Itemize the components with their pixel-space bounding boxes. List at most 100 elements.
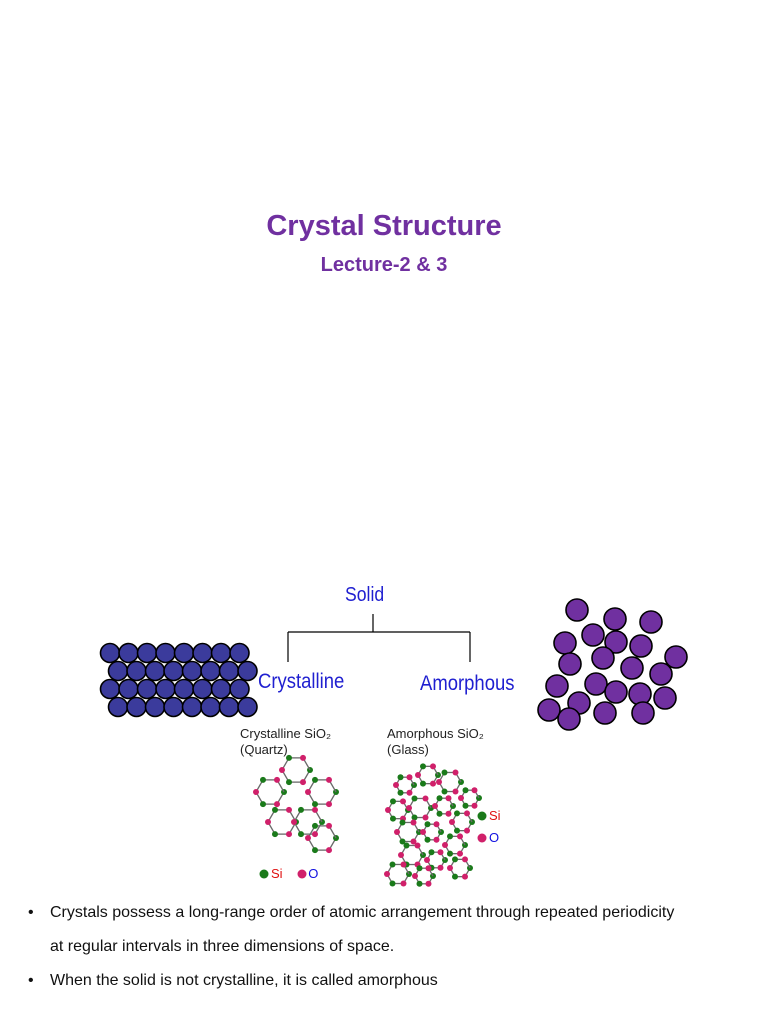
crystalline-atom	[163, 696, 184, 718]
crystalline-atom	[218, 660, 240, 682]
crystalline-atom	[144, 660, 166, 682]
crystalline-atom	[173, 642, 195, 664]
oxygen-atom	[384, 871, 390, 877]
oxygen-atom	[471, 802, 478, 809]
crystalline-atom	[126, 696, 147, 718]
crystalline-atom	[237, 696, 258, 718]
oxygen-atom	[430, 763, 436, 770]
oxygen-atom	[305, 789, 311, 795]
oxygen-atom	[445, 795, 452, 802]
oxygen-atom	[393, 782, 399, 788]
quartz-network-diagram	[253, 754, 339, 854]
silicon-atom	[441, 769, 448, 776]
silicon-atom	[411, 795, 418, 802]
oxygen-atom	[464, 827, 470, 834]
amorphous-atom	[639, 610, 663, 634]
silicon-atom	[399, 838, 406, 845]
page-subtitle: Lecture-2 & 3	[320, 254, 448, 276]
oxygen-atom	[425, 865, 432, 872]
legend-si-label: Si	[271, 866, 283, 881]
oxygen-atom	[422, 814, 429, 821]
oxygen-atom	[410, 819, 417, 826]
oxygen-atom	[406, 805, 412, 811]
amorphous-atom	[631, 701, 655, 725]
silicon-atom	[424, 836, 431, 843]
oxygen-atom	[425, 880, 432, 887]
silicon-atom	[298, 806, 304, 813]
amorphous-atom	[603, 607, 627, 631]
crystalline-atom	[192, 678, 213, 700]
amorphous-atom	[593, 701, 617, 725]
oxygen-atom	[410, 838, 417, 845]
amorphous-atom	[664, 645, 688, 669]
glass-caption: Amorphous SiO₂ (Glass)	[387, 726, 484, 758]
glass-caption-line2: (Glass)	[387, 742, 429, 757]
amorphous-atom	[581, 623, 605, 647]
quartz-caption-line2: (Quartz)	[240, 742, 288, 757]
legend-right-si: Si	[489, 808, 501, 823]
amorphous-atom-cluster	[537, 598, 688, 731]
legend-o-label-right: O	[489, 830, 500, 845]
crystalline-atom	[200, 696, 221, 718]
crystalline-atom	[173, 678, 195, 700]
legend-left: Si O	[271, 866, 318, 881]
legend-o-dot-left	[297, 869, 307, 879]
oxygen-atom	[326, 801, 332, 808]
oxygen-atom	[462, 856, 468, 863]
amorphous-atom	[649, 662, 673, 686]
crystalline-atom	[144, 696, 166, 718]
crystalline-atom	[210, 678, 232, 700]
amorphous-atom	[545, 674, 569, 698]
legend-si-label-right: Si	[489, 808, 501, 823]
silicon-atom	[462, 802, 469, 809]
oxygen-atom	[326, 822, 332, 829]
solid-label: Solid	[345, 584, 385, 606]
silicon-atom	[416, 865, 423, 872]
oxygen-atom	[447, 865, 453, 871]
crystalline-atom	[136, 642, 158, 664]
oxygen-atom	[433, 836, 440, 843]
amorphous-atom	[557, 707, 581, 731]
amorphous-atom	[537, 698, 561, 722]
oxygen-atom	[437, 864, 444, 871]
silicon-atom	[436, 810, 443, 817]
silicon-atom	[420, 780, 426, 787]
silicon-atom	[420, 763, 426, 770]
legend-si-dot-left	[259, 869, 269, 879]
oxygen-atom	[291, 819, 297, 825]
silicon-atom	[454, 810, 460, 817]
page-title: Crystal Structure	[266, 210, 502, 242]
crystalline-atom	[136, 678, 158, 700]
silicon-atom	[272, 831, 278, 838]
amorphous-atom	[591, 646, 615, 670]
oxygen-atom	[400, 861, 407, 868]
crystalline-atom	[192, 642, 213, 664]
crystalline-atom	[200, 660, 221, 682]
amorphous-atom	[584, 672, 608, 696]
crystalline-atom	[126, 660, 147, 682]
crystalline-label: Crystalline	[258, 670, 345, 693]
glass-caption-line1: Amorphous SiO₂	[387, 726, 484, 741]
oxygen-atom	[433, 821, 440, 828]
crystalline-atom	[155, 678, 176, 700]
silicon-atom	[416, 880, 423, 887]
oxygen-atom	[462, 873, 468, 880]
silicon-atom	[286, 754, 292, 761]
silicon-atom	[397, 774, 404, 781]
crystalline-atom	[237, 660, 258, 682]
oxygen-atom	[414, 842, 421, 849]
silicon-atom	[286, 779, 292, 786]
silicon-atom	[298, 831, 304, 838]
bullet-text: When the solid is not crystalline, it is…	[50, 972, 438, 989]
crystalline-atom-lattice	[99, 642, 258, 718]
legend-o-ring-left: O	[308, 866, 319, 881]
silicon-atom	[424, 821, 431, 828]
oxygen-atom	[305, 835, 311, 841]
oxygen-atom	[445, 810, 452, 817]
silicon-atom	[312, 801, 318, 808]
silicon-atom	[312, 822, 318, 829]
oxygen-atom	[471, 787, 478, 794]
oxygen-atom	[286, 806, 292, 813]
amorphous-atom	[620, 656, 644, 680]
oxygen-atom	[412, 873, 418, 879]
